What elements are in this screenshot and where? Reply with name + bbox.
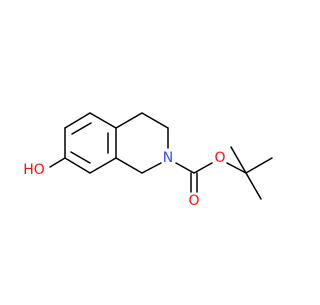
bond-n-carbonyl bbox=[175, 162, 195, 174]
hydroxyl-label: HO bbox=[23, 162, 45, 178]
bond-ch2-c4 bbox=[115, 157, 143, 174]
bond-n-ch2 bbox=[141, 162, 162, 174]
bond-c1-c2-inner bbox=[71, 122, 92, 135]
bond-c3-ch2 bbox=[115, 112, 143, 129]
ester-oxygen-label: O bbox=[214, 150, 225, 166]
bond-c5-c6 bbox=[64, 157, 91, 174]
bond-c2-c3 bbox=[89, 112, 117, 129]
nitrogen-label: N bbox=[163, 150, 173, 166]
bond-c6-oh bbox=[49, 157, 66, 168]
bond-ch2-ch2 bbox=[141, 112, 169, 129]
bond-cquat-me-bottom bbox=[245, 172, 262, 200]
bond-cquat-me-top bbox=[230, 146, 247, 174]
bond-c4-c5 bbox=[89, 157, 117, 174]
atom-labels: HO N O O bbox=[23, 150, 225, 209]
molecule-drawing: HO N O O bbox=[23, 112, 273, 209]
bonds bbox=[49, 112, 273, 200]
bond-ester-o-cquat bbox=[226, 162, 247, 174]
carbonyl-oxygen-label: O bbox=[188, 193, 199, 209]
bond-c5-c6-inner bbox=[70, 151, 91, 164]
bond-cquat-me-right bbox=[245, 157, 273, 174]
bond-carbonyl-ester-o bbox=[193, 162, 213, 174]
structure-canvas: HO N O O bbox=[23, 112, 273, 209]
bond-c1-c2 bbox=[64, 112, 91, 129]
